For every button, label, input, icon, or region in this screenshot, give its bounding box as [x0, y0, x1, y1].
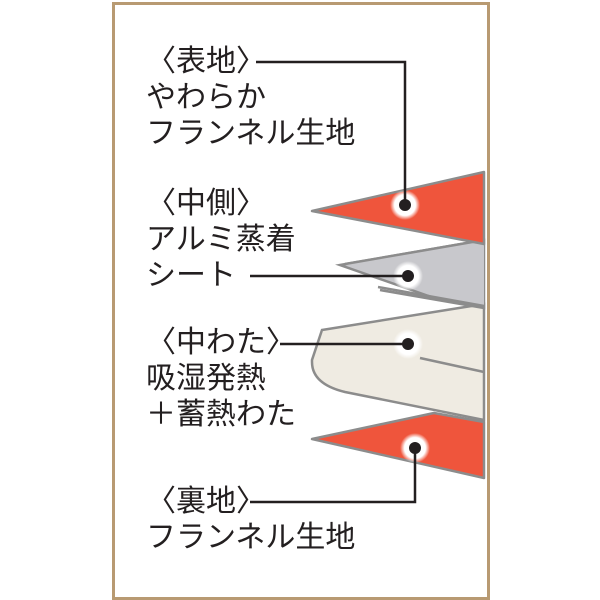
lining-dot-icon	[409, 442, 421, 454]
lining-leader-line	[250, 448, 417, 504]
batting-layer-heading: 〈中わた〉	[146, 325, 296, 360]
lining-layer-label: 〈裏地〉 フランネル生地	[146, 484, 355, 556]
batting-layer-desc-2: ＋蓄熱わた	[146, 397, 296, 432]
lining-layer	[310, 411, 486, 480]
batting-layer-desc-1: 吸湿発熱	[146, 361, 266, 396]
outer-layer-heading: 〈表地〉	[146, 44, 266, 79]
outer-layer-desc-1: やわらか	[146, 80, 266, 115]
outer-leader-line	[256, 60, 407, 205]
middle-dot-icon	[402, 270, 414, 282]
lining-layer-heading: 〈裏地〉	[146, 484, 266, 519]
batting-layer-label: 〈中わた〉 吸湿発熱 ＋蓄熱わた	[146, 325, 296, 433]
outer-dot-icon	[399, 199, 411, 211]
outer-layer-desc-2: フランネル生地	[146, 116, 356, 151]
outer-layer-label: 〈表地〉 やわらか フランネル生地	[146, 44, 355, 152]
batting-layer	[310, 302, 486, 422]
lining-layer-desc-1: フランネル生地	[146, 520, 356, 555]
middle-layer-desc-1: アルミ蒸着	[146, 222, 296, 257]
middle-layer-desc-2: シート	[146, 258, 236, 293]
middle-layer-heading: 〈中側〉	[146, 186, 266, 221]
middle-layer-label: 〈中側〉 アルミ蒸着 シート	[146, 186, 296, 294]
batting-dot-icon	[402, 338, 414, 350]
diagram-frame	[112, 2, 490, 600]
